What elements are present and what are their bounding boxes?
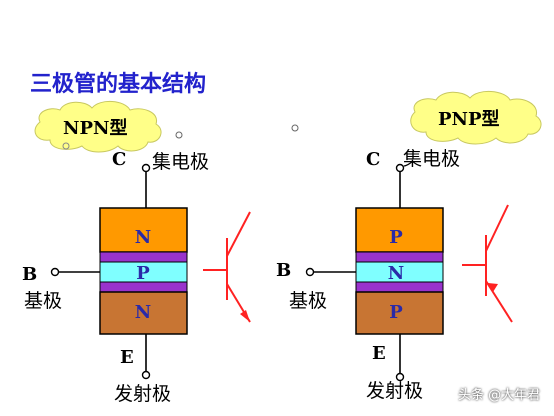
pnp-layer-top-label: P bbox=[389, 227, 403, 248]
pnp-base-letter: B bbox=[276, 260, 291, 281]
pnp-emitter-letter: E bbox=[372, 343, 386, 364]
pnp-collector-region bbox=[355, 207, 444, 253]
watermark: 头条 @大年君 bbox=[458, 388, 541, 403]
pnp-cloud-shape bbox=[410, 91, 542, 145]
npn-collector-region bbox=[99, 207, 188, 253]
npn-base-terminal bbox=[50, 267, 60, 277]
npn-cloud-bubble bbox=[62, 142, 70, 150]
pnp-collector-name: 集电极 bbox=[403, 148, 460, 170]
npn-type-label: NPN型 bbox=[63, 117, 127, 139]
npn-symbol-icon bbox=[203, 211, 251, 323]
npn-collector-letter: C bbox=[112, 149, 126, 170]
pnp-emitter-name: 发射极 bbox=[366, 380, 423, 402]
pnp-cloud-dot bbox=[291, 124, 299, 132]
npn-emitter-name: 发射极 bbox=[114, 383, 171, 405]
npn-base-letter: B bbox=[22, 264, 37, 285]
pnp-symbol-icon bbox=[462, 204, 513, 323]
npn-layer-bottom-label: N bbox=[135, 302, 151, 323]
pnp-base-name: 基极 bbox=[289, 290, 327, 312]
pnp-collector-letter: C bbox=[366, 149, 380, 170]
pnp-emitter-region bbox=[355, 291, 444, 335]
pnp-collector-terminal bbox=[395, 163, 405, 173]
pnp-junction-top bbox=[355, 251, 444, 263]
npn-collector-name: 集电极 bbox=[152, 151, 209, 173]
pnp-base-terminal bbox=[305, 267, 315, 277]
pnp-layer-middle-label: N bbox=[388, 263, 404, 284]
npn-cloud-shape bbox=[34, 101, 162, 153]
npn-emitter-region bbox=[99, 291, 188, 335]
npn-base-name: 基极 bbox=[24, 290, 62, 312]
npn-collector-terminal bbox=[141, 163, 151, 173]
npn-cloud-label: NPN型 bbox=[34, 101, 183, 153]
npn-layer-top-label: N bbox=[135, 227, 151, 248]
pnp-type-label: PNP型 bbox=[438, 108, 500, 130]
page-title: 三极管的基本结构 bbox=[30, 72, 207, 97]
npn-emitter-terminal bbox=[141, 370, 151, 380]
npn-block: N P N bbox=[99, 207, 188, 335]
pnp-emitter-terminal bbox=[395, 372, 405, 382]
npn-layer-middle-label: P bbox=[136, 263, 150, 284]
pnp-block: P N P bbox=[355, 207, 444, 335]
npn-junction-top bbox=[99, 251, 188, 263]
npn-cloud-dot bbox=[175, 131, 183, 139]
npn-emitter-letter: E bbox=[120, 347, 134, 368]
pnp-cloud-label: PNP型 bbox=[291, 91, 542, 145]
pnp-layer-bottom-label: P bbox=[389, 302, 403, 323]
